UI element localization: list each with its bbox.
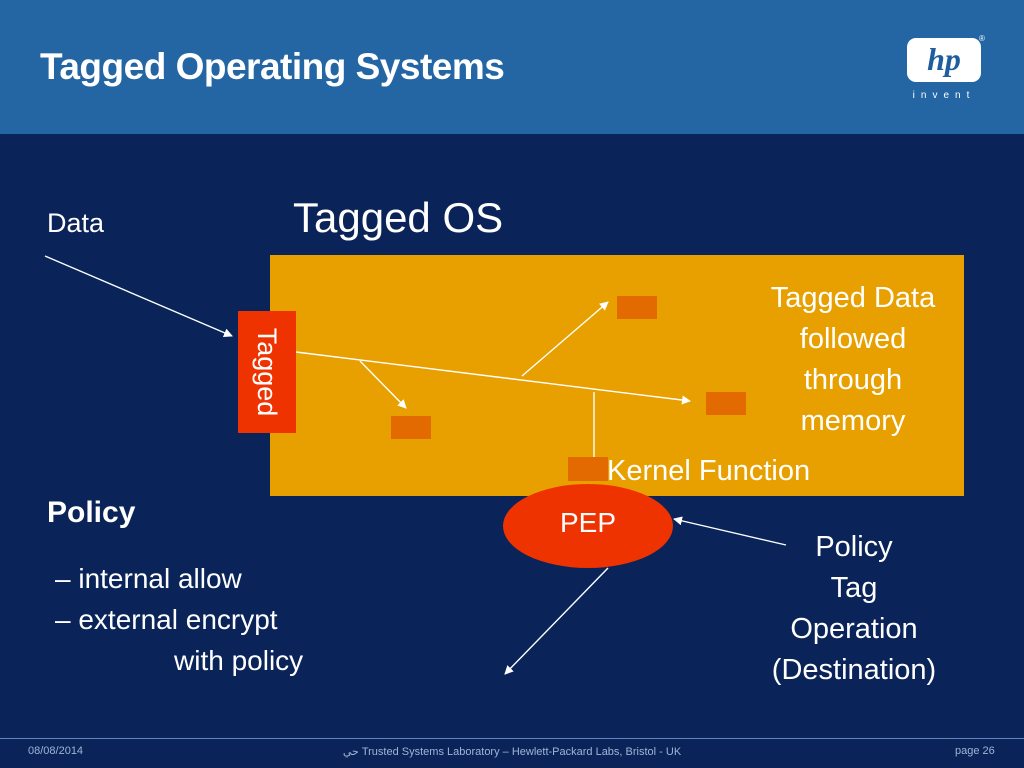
pep-input-line: Policy	[815, 531, 893, 563]
header-bar: Tagged Operating Systems hp ® invent	[0, 0, 1024, 134]
tagged-data-note-line: memory	[800, 405, 906, 437]
pep-label: PEP	[559, 507, 617, 538]
tagged-data-note-line: followed	[799, 323, 907, 355]
memory-chip-2	[706, 392, 746, 415]
policy-item-continuation: with policy	[174, 645, 304, 676]
policy-item: – internal allow	[55, 563, 242, 594]
pep-input-line: Tag	[830, 572, 878, 604]
branch-down-arrow	[359, 360, 407, 409]
policy-list: – internal allow – external encrypt with…	[55, 558, 303, 681]
pep-input-line: Operation	[790, 613, 918, 645]
policy-input-arrow	[673, 516, 787, 546]
kernel-function-label: Kernel Function	[607, 455, 811, 487]
hp-logo-badge: hp	[907, 38, 981, 82]
footer-divider	[0, 738, 1024, 739]
pep-output-arrow	[504, 567, 609, 675]
footer-credit: حي Trusted Systems Laboratory – Hewlett-…	[342, 746, 682, 758]
footer-date: 08/08/2014	[28, 745, 84, 757]
diagram-title: Tagged OS	[293, 194, 504, 241]
tagged-data-note-line: through	[803, 364, 903, 396]
main-flow-arrow	[295, 351, 691, 405]
policy-item: – external encrypt	[55, 604, 278, 635]
memory-chip-3	[391, 416, 431, 439]
memory-chip-1	[617, 296, 657, 319]
data-label: Data	[47, 208, 105, 238]
tagged-os-box	[270, 255, 964, 496]
slide-title: Tagged Operating Systems	[40, 46, 505, 87]
data-in-arrow	[44, 255, 233, 337]
hp-logo-tagline: invent	[912, 90, 976, 101]
pep-input-line: (Destination)	[771, 654, 937, 686]
registered-mark: ®	[979, 34, 985, 43]
policy-heading: Policy	[47, 496, 136, 529]
tagged-data-note: Tagged Data followed through memory	[738, 278, 968, 442]
hp-logo: hp ® invent	[905, 34, 985, 106]
tagged-data-note-line: Tagged Data	[770, 282, 936, 314]
memory-chip-4	[568, 457, 608, 481]
hp-logo-mark: hp	[927, 41, 961, 77]
tagged-block: Tagged	[238, 311, 296, 433]
pep-inputs-note: Policy Tag Operation (Destination)	[740, 527, 968, 691]
branch-up-arrow	[521, 301, 609, 377]
footer-page-number: page 26	[955, 745, 995, 757]
pep-ellipse: PEP	[503, 484, 673, 568]
